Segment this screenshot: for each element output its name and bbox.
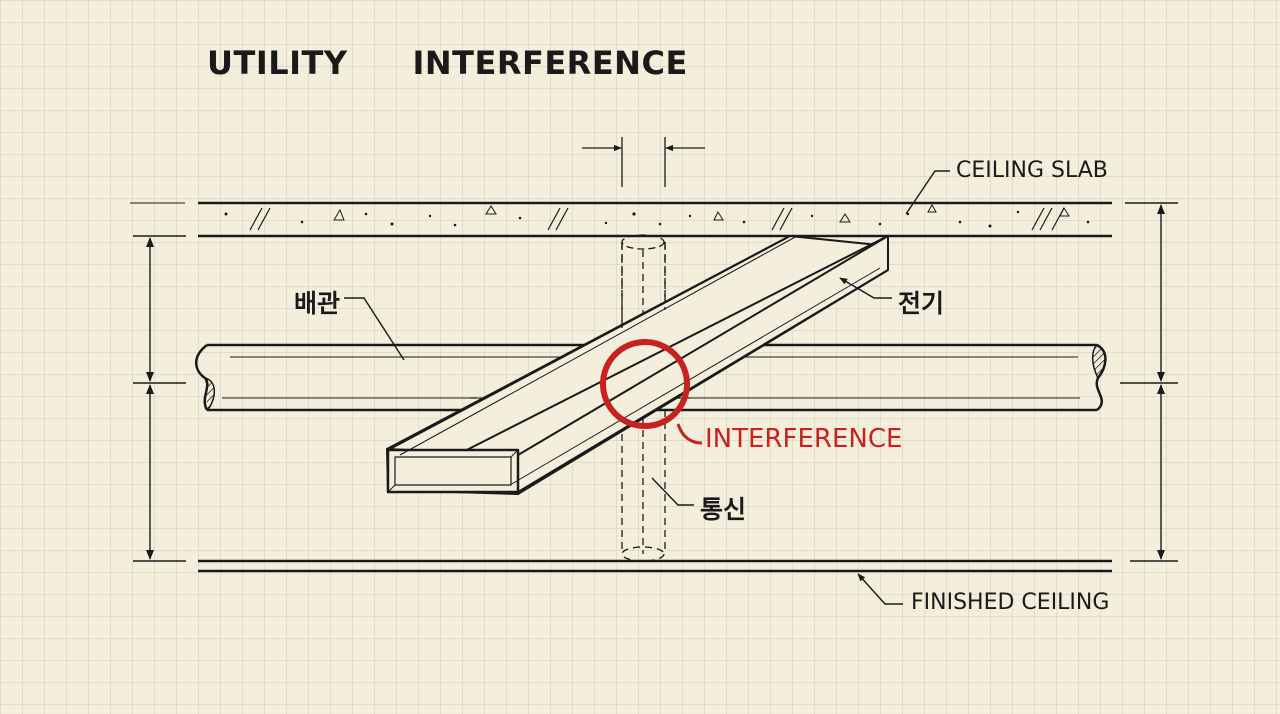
ceiling-slab-label: CEILING SLAB xyxy=(956,158,1108,183)
telecom-label: 통신 xyxy=(700,495,747,524)
left-dimension xyxy=(133,235,186,562)
leader-finished-ceiling xyxy=(857,573,903,605)
leader-electrical xyxy=(839,277,892,299)
leader-telecom xyxy=(651,477,694,506)
diagram-title: UTILITY INTERFERENCE xyxy=(207,44,688,82)
interference-highlight xyxy=(600,339,690,429)
finished-ceiling-label: FINISHED CEILING xyxy=(911,590,1110,615)
conduit-width-dimension xyxy=(582,137,705,187)
leader-interference xyxy=(676,423,703,445)
leader-ceiling-slab xyxy=(905,170,950,215)
finished-ceiling xyxy=(198,559,1112,573)
leader-piping xyxy=(344,297,405,361)
piping-label: 배관 xyxy=(294,289,341,318)
interference-label: INTERFERENCE xyxy=(705,424,903,454)
electrical-label: 전기 xyxy=(898,289,945,318)
right-dimension xyxy=(1120,202,1178,562)
telecom-conduit xyxy=(621,234,666,330)
